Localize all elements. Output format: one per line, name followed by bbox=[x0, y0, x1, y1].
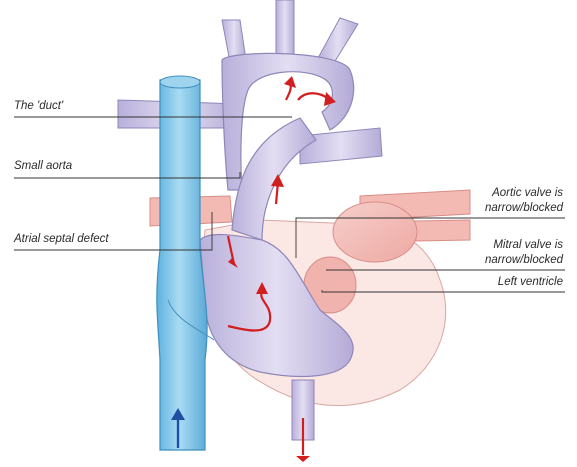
vena-cava bbox=[157, 80, 207, 450]
label-duct: The 'duct' bbox=[14, 100, 63, 113]
label-mitral-valve-line1: Mitral valve is bbox=[493, 239, 563, 252]
label-left-ventricle: Left ventricle bbox=[498, 276, 563, 289]
label-aortic-valve-line1: Aortic valve is bbox=[492, 187, 563, 200]
label-aortic-valve-line2: narrow/blocked bbox=[485, 202, 563, 215]
arch-branch-mid bbox=[276, 0, 294, 62]
aortic-arch bbox=[222, 53, 354, 190]
label-mitral-valve-line2: narrow/blocked bbox=[485, 254, 563, 267]
label-small-aorta: Small aorta bbox=[14, 160, 72, 173]
left-atrium bbox=[333, 202, 417, 262]
label-atrial-septal-defect: Atrial septal defect bbox=[14, 233, 109, 246]
pulmonary-artery-right bbox=[300, 128, 382, 164]
